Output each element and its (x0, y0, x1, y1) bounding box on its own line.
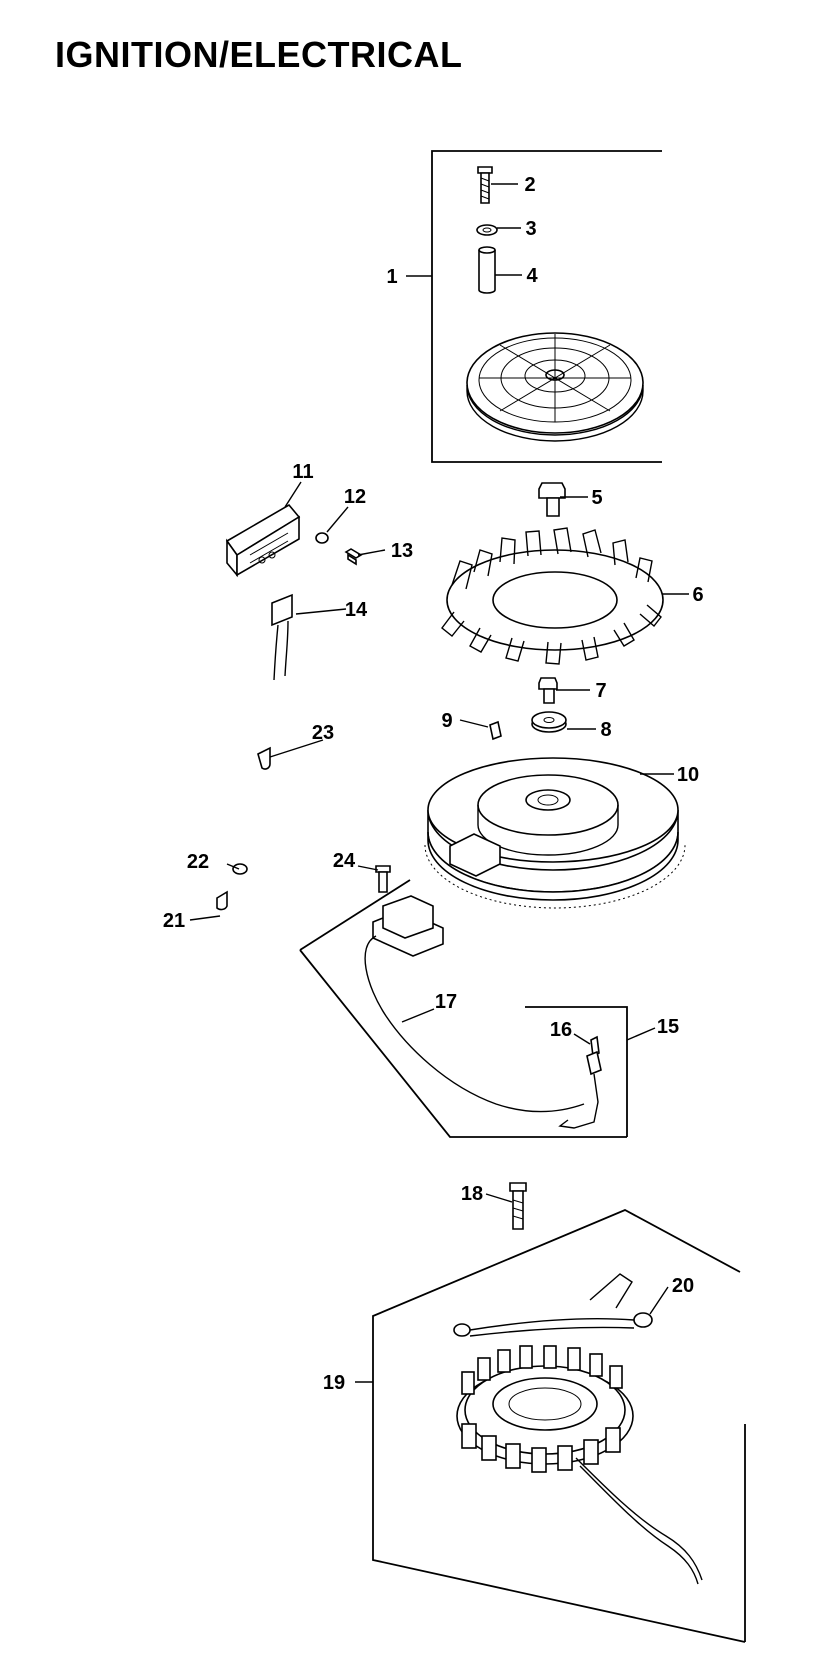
part-5-bolt (538, 482, 566, 517)
callout-21: 21 (163, 910, 185, 932)
stator-frame (372, 1209, 746, 1643)
callout-6: 6 (692, 584, 703, 606)
callout-7: 7 (595, 680, 606, 702)
callout-22: 22 (187, 851, 209, 873)
part-14-connector (271, 593, 293, 681)
callout-2: 2 (524, 174, 535, 196)
part-8-washer (531, 711, 567, 733)
page-title: IGNITION/ELECTRICAL (55, 34, 463, 75)
part-12-nut (315, 532, 329, 544)
part-16-terminal (558, 1035, 602, 1129)
ignition-module-frame (299, 879, 628, 1138)
part-2-screw (477, 166, 493, 204)
part-20-ground-lead (453, 1273, 653, 1337)
callout-labels: 1 2 3 4 5 6 7 8 9 10 11 12 13 14 15 16 1… (163, 174, 704, 1394)
callout-4: 4 (526, 265, 538, 287)
callout-5: 5 (591, 487, 602, 509)
callout-1: 1 (386, 266, 397, 288)
part-21-clip (216, 890, 228, 911)
part-23-clip (257, 746, 271, 770)
part-24-screw (375, 865, 391, 893)
part-22-nut (232, 863, 248, 875)
callout-17: 17 (435, 991, 457, 1013)
callout-8: 8 (600, 719, 611, 741)
part-4-spacer (478, 246, 496, 294)
part-9-key (489, 720, 502, 741)
callout-13: 13 (391, 540, 413, 562)
part-17-ignition-module (364, 895, 585, 1113)
callout-10: 10 (677, 764, 699, 786)
part-10-flywheel (424, 757, 686, 909)
part-11-rectifier-module (225, 503, 301, 578)
part-19-stator (456, 1345, 703, 1585)
callout-19: 19 (323, 1372, 345, 1394)
callout-3: 3 (525, 218, 536, 240)
part-3-washer (476, 224, 498, 236)
callout-14: 14 (345, 599, 368, 621)
screen-assembly-frame (431, 150, 662, 463)
callout-9: 9 (441, 710, 452, 732)
part-6-fan (441, 527, 664, 665)
callout-16: 16 (550, 1019, 572, 1041)
part-7-screw (538, 677, 558, 704)
callout-23: 23 (312, 722, 334, 744)
part-1-rotating-screen (466, 332, 644, 442)
callout-20: 20 (672, 1275, 694, 1297)
callout-18: 18 (461, 1183, 483, 1205)
callout-12: 12 (344, 486, 366, 508)
callout-15: 15 (657, 1016, 679, 1038)
callout-11: 11 (292, 461, 313, 483)
callout-24: 24 (333, 850, 356, 872)
part-13-screw (344, 548, 363, 566)
part-18-bolt (509, 1182, 527, 1230)
leader-lines (189, 183, 689, 1383)
